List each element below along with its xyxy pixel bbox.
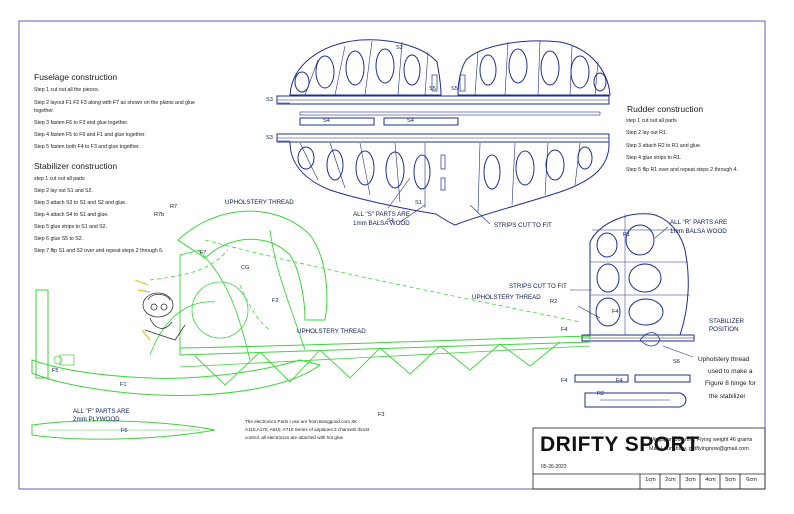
scale-cm: 5cm (725, 477, 736, 483)
fuselage-step: Step 3 fasten F6 to F3 and glue together… (34, 120, 129, 126)
rudder-step: Step 3 attach R2 to R1 and glue. (626, 143, 702, 149)
electronics-note-line: The electronics Parts I use are from Ban… (245, 419, 358, 424)
scale-cm: 2cm (665, 477, 676, 483)
label-f4-c: F4 (561, 327, 568, 333)
stab-position-note-1: STABILIZER (709, 318, 744, 325)
label-r7b: R7b (154, 212, 165, 218)
f-parts-note-1: ALL "F" PARTS ARE (73, 408, 130, 415)
part-s1-outline (289, 141, 610, 226)
label-r1: R1 (623, 232, 631, 238)
label-r2-b: R2 (597, 391, 605, 397)
hinge-note-1: Upholstery thread (698, 356, 750, 363)
fuselage-heading: Fuselage construction (34, 72, 118, 82)
stabilizer-step: Step 7 flip S1 and S2 over and repeat st… (34, 248, 164, 254)
part-f6-outline (31, 420, 216, 440)
hinge-note-2: used to make a (708, 368, 753, 375)
label-s4-a: S4 (323, 118, 330, 124)
label-s6: S6 (673, 359, 680, 365)
s-parts-note-2: 1mm BALSA WOOD (353, 220, 410, 227)
stabilizer-parts (276, 39, 611, 226)
r-parts-note-1: ALL "R" PARTS ARE (670, 219, 728, 226)
r-parts-note-2: 1mm BALSA WOOD (670, 228, 727, 235)
sheet-border (18, 20, 766, 490)
drawing-title: DRIFTY SPORT (540, 433, 700, 456)
motor-details (134, 279, 151, 341)
label-s5-a: S5 (429, 86, 436, 92)
part-f2-outline (177, 210, 328, 321)
upholstery-note-2: UPHOLSTERY THREAD (472, 294, 541, 301)
electronics-note-line: A110,A170, A510, A710 Series of airplane… (245, 427, 370, 432)
label-s1: S1 (415, 200, 422, 206)
fuselage-step: together. (34, 108, 55, 114)
scale-cm: 1cm (645, 477, 656, 483)
part-r1-outline (589, 213, 689, 336)
label-r2-a: R2 (550, 299, 558, 305)
stabilizer-step: Step 6 glue S5 to S2. (34, 236, 84, 242)
part-r2 (584, 392, 687, 408)
fuselage-parts (31, 210, 591, 440)
label-f2: F2 (272, 298, 279, 304)
f-parts-note-2: 2mm PLYWOOD (73, 416, 120, 423)
drawing-date: 05-26-2023 (541, 464, 567, 470)
title-block-frame (532, 427, 766, 490)
part-f4-b (634, 374, 691, 383)
hinge-note-4: the stabilizer (709, 393, 746, 400)
part-f4-a (574, 374, 629, 383)
stabilizer-step: step 1 cut out all parts (34, 176, 85, 182)
s-parts-note-1: ALL "S" PARTS ARE (353, 211, 410, 218)
fuselage-step: Step 5 fasten both F4 to F3 and glue tog… (34, 144, 140, 150)
part-f1-outline (31, 359, 322, 396)
rudder-step: step 1 cut out all parts (626, 118, 677, 124)
label-f4-d: F4 (612, 309, 619, 315)
rudder-step: Step 5 flip R1 over and repeat steps 2 t… (626, 167, 738, 173)
label-s3-bottom: S3 (266, 135, 273, 141)
rudder-step: Step 2 lay out R1. (626, 130, 668, 136)
stabilizer-step: Step 3 attach S3 to S1 and S2 and glue. (34, 200, 127, 206)
label-r7: R7 (170, 204, 178, 210)
part-f3-outline (179, 335, 591, 356)
fuselage-step: Step 4 fasten F5 to F6 and F1 and glue t… (34, 132, 146, 138)
rudder-parts (570, 213, 695, 408)
label-s2: S2 (396, 45, 403, 51)
drawing-specs: Wingspan 588 mm, Flying weight 46 grams (649, 437, 753, 443)
label-cg: CG (241, 265, 250, 271)
upholstery-note-3: UPHOLSTERY THREAD (297, 328, 366, 335)
stabilizer-step: Step 4 attach S4 to S1 and glue. (34, 212, 109, 218)
drawing-author: Matt Lounsbury, gotflyingnow@gmail.com (649, 446, 749, 452)
fuselage-step: Step 1 cut out all the pieces. (34, 87, 100, 93)
part-s2-outline (289, 39, 442, 96)
label-f4-b: F4 (616, 378, 623, 384)
label-f3: F3 (378, 412, 385, 418)
stabilizer-step: Step 2 lay out S1 and S2. (34, 188, 93, 194)
label-s4-c: S4 (387, 218, 394, 224)
stabilizer-heading: Stabilizer construction (34, 161, 118, 171)
upholstery-note-1: UPHOLSTERY THREAD (225, 199, 294, 206)
label-f1: F1 (120, 382, 127, 388)
part-s4-a (299, 117, 375, 126)
stabilizer-step: Step 5 glue strips to S1 and S2. (34, 224, 107, 230)
electronics-note-line: control. all electronics are attached wi… (245, 435, 344, 440)
scale-cm: 6cm (746, 477, 757, 483)
part-s4-b (383, 117, 459, 126)
label-f6: F6 (121, 428, 128, 434)
label-f5: F5 (52, 368, 59, 374)
label-s4-b: S4 (407, 118, 414, 124)
label-s3-top: S3 (266, 97, 273, 103)
fuselage-step: Step 2 layout F1 F2 F3 along with F7 as … (34, 100, 195, 106)
rudder-step: Step 4 glue strips to R1. (626, 155, 682, 161)
stab-position-note-2: POSITION (709, 326, 739, 333)
label-f7: F7 (200, 250, 207, 256)
label-s5-b: S5 (451, 86, 458, 92)
scale-cm: 3cm (685, 477, 696, 483)
strips-rudder-note: STRIPS CUT TO FIT (509, 283, 567, 290)
strips-stab-note: STRIPS CUT TO FIT (494, 222, 552, 229)
rudder-heading: Rudder construction (627, 104, 704, 114)
label-f4-a: F4 (561, 378, 568, 384)
scale-cm: 4cm (705, 477, 716, 483)
pilot-figure (142, 292, 186, 341)
hinge-note-3: Figure 8 hinge for (705, 380, 756, 387)
